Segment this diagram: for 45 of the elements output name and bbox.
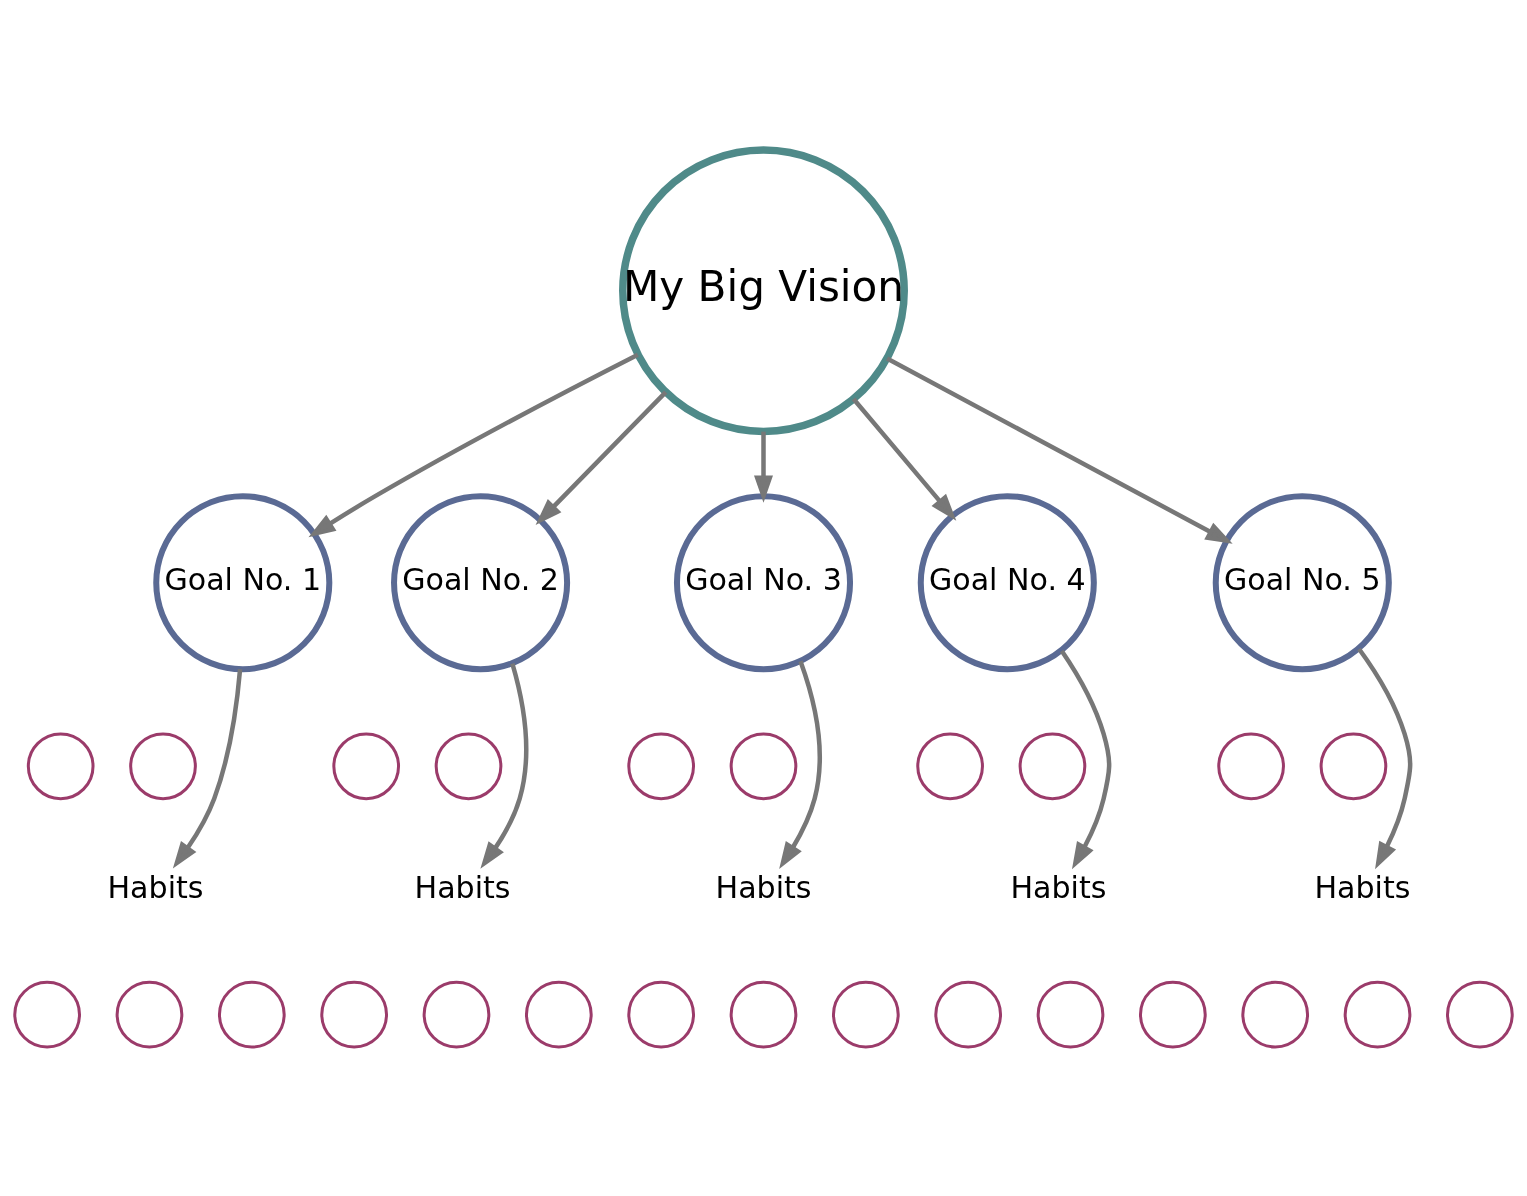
node-circle (729, 731, 798, 800)
node-circle (524, 980, 593, 1048)
node-circle (129, 731, 197, 800)
node-circle (13, 980, 81, 1048)
node-circle (1217, 731, 1285, 800)
node-circle: Goal No. 2 (391, 492, 571, 672)
node-circle (1036, 980, 1105, 1048)
arrow (1357, 647, 1413, 869)
arrow (172, 668, 243, 869)
node-circle (115, 980, 184, 1048)
node-circle: Goal No. 3 (673, 492, 854, 672)
node-text: Habits (107, 869, 204, 905)
node-circle (217, 980, 286, 1048)
node-circle (1319, 731, 1388, 800)
arrow (886, 356, 1233, 544)
arrow (308, 352, 639, 537)
node-text: Habits (1010, 869, 1107, 905)
node-circle (1018, 731, 1087, 800)
node-circle (729, 980, 798, 1048)
node-circle (26, 731, 95, 800)
arrow (480, 662, 529, 869)
node-circle (1241, 980, 1310, 1048)
node-circle (1343, 980, 1412, 1048)
node-text: Habits (1314, 869, 1411, 905)
node-circle (332, 731, 401, 800)
node-circle (1139, 980, 1207, 1048)
node-circle: Goal No. 1 (153, 492, 333, 672)
node-circle (320, 980, 388, 1048)
arrow (779, 660, 822, 869)
node-circle (831, 980, 900, 1048)
node-circle: My Big Vision (619, 145, 908, 435)
arrow (851, 397, 957, 521)
node-circle (934, 980, 1003, 1048)
node-circle (627, 980, 696, 1048)
arrow (1059, 649, 1112, 869)
node-circle (422, 980, 491, 1048)
arrow (754, 431, 773, 503)
node-circle (916, 731, 984, 800)
node-text: Habits (715, 869, 812, 905)
node-circle: Goal No. 5 (1212, 492, 1392, 672)
node-circle (1446, 980, 1514, 1048)
node-text: Habits (414, 869, 511, 905)
node-circle (434, 731, 503, 800)
arrow (535, 390, 668, 525)
node-circle (627, 731, 696, 800)
